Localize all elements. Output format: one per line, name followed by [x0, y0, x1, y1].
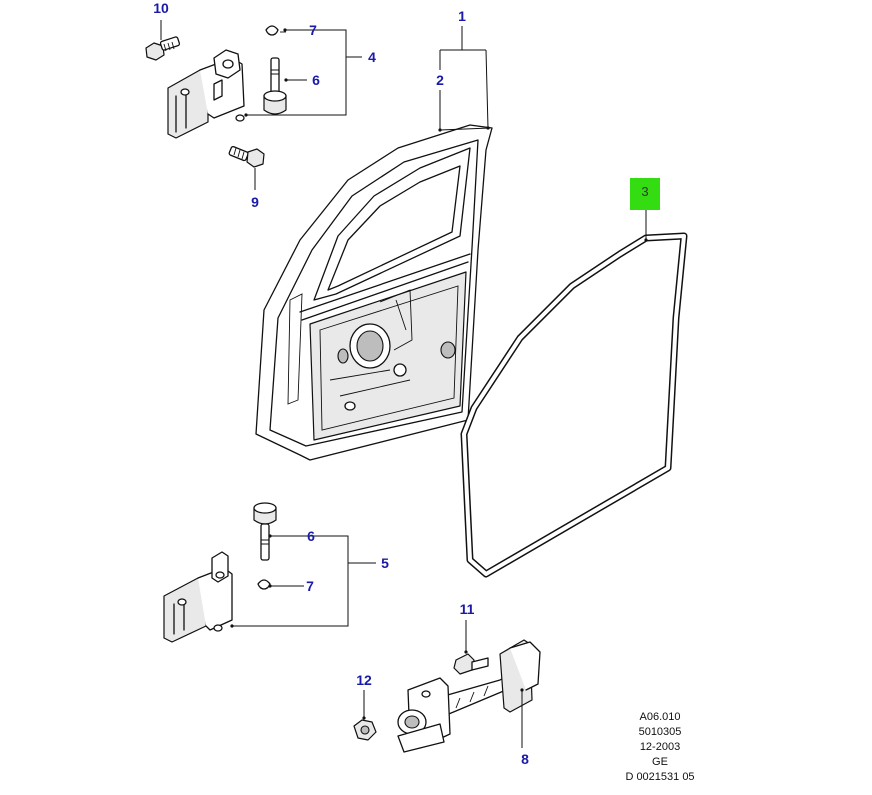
bolt-10-part	[145, 36, 181, 61]
door-weatherstrip	[460, 178, 688, 578]
lower-hinge-pin	[253, 502, 277, 561]
nut-12-part	[353, 690, 377, 741]
upper-retaining-clip	[265, 25, 286, 36]
upper-hinge-bracket	[167, 49, 245, 139]
callout-6-lower: 6	[307, 528, 315, 544]
lower-hinge-bracket	[163, 551, 233, 643]
upper-hinge-pin	[263, 57, 287, 115]
callout-7-lower: 7	[306, 578, 314, 594]
ref-line-2: 5010305	[639, 726, 682, 738]
door-check-assembly	[353, 620, 541, 753]
front-door-shell	[255, 26, 493, 461]
upper-hinge-assembly	[145, 20, 362, 190]
callout-1: 1	[458, 8, 466, 24]
ref-line-4: GE	[652, 756, 668, 768]
callout-3-highlight	[630, 178, 660, 210]
callout-2: 2	[436, 72, 444, 88]
lower-retaining-clip	[257, 579, 271, 590]
ref-line-1: A06.010	[640, 711, 681, 723]
callout-8: 8	[521, 751, 529, 767]
callout-6-upper: 6	[312, 72, 320, 88]
ref-line-3: 12-2003	[640, 741, 680, 753]
reference-block: A06.010 5010305 12-2003 GE D 0021531 05	[625, 711, 694, 783]
callout-11: 11	[460, 601, 475, 617]
screw-11-part	[453, 620, 489, 675]
callout-7-upper: 7	[309, 22, 317, 38]
ref-line-5: D 0021531 05	[625, 771, 694, 783]
callout-4: 4	[368, 49, 376, 65]
callout-5: 5	[381, 555, 389, 571]
callout-9: 9	[251, 194, 259, 210]
callout-12: 12	[356, 672, 372, 688]
callout-3: 3	[641, 184, 648, 199]
bolt-9-part	[228, 145, 265, 168]
callout-10: 10	[153, 0, 169, 16]
lower-hinge-assembly	[163, 502, 376, 643]
